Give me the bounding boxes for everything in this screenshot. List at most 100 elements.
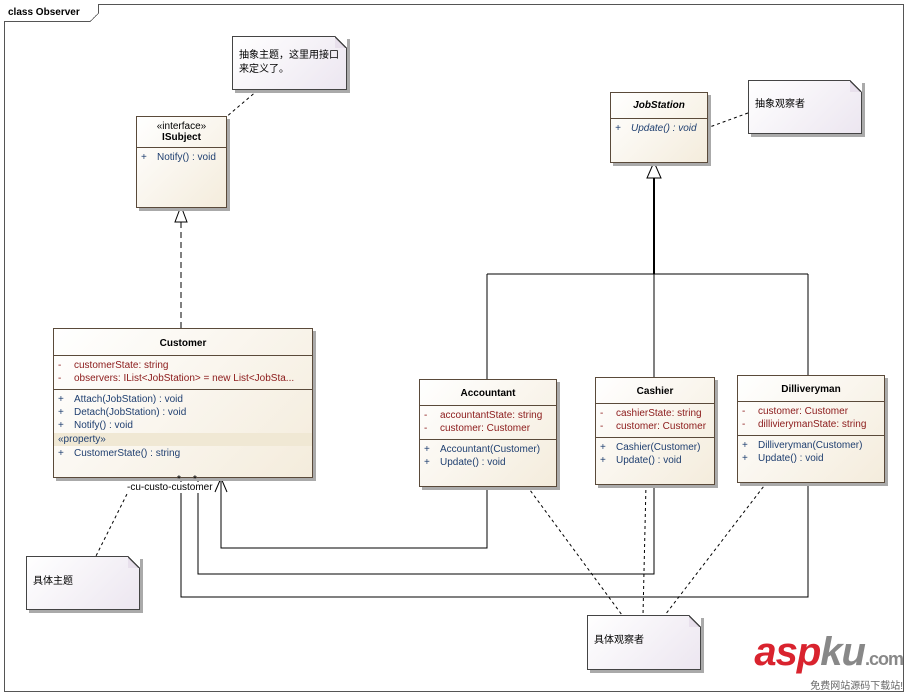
class-name: Cashier: [636, 386, 674, 397]
attribute-row[interactable]: -customer: Customer: [420, 422, 556, 435]
class-header: Dilliveryman: [738, 376, 884, 402]
note-anchor-jobstation: [706, 112, 749, 129]
diagram-frame: [4, 4, 904, 692]
operation-text: Accountant(Customer): [440, 444, 541, 455]
visibility: +: [615, 123, 621, 134]
attribute-text: customer: Customer: [616, 421, 707, 432]
operation-text: Attach(JobStation) : void: [74, 394, 183, 405]
attribute-row[interactable]: -observers: IList<JobStation> = new List…: [54, 372, 312, 385]
note-abstract-observer[interactable]: 抽象观察者: [748, 80, 862, 134]
class-jobstation[interactable]: JobStation + Update() : void: [610, 92, 708, 163]
class-cashier[interactable]: Cashier -cashierState: string - customer:…: [595, 377, 715, 485]
attribute-row[interactable]: -cashierState: string: [596, 407, 714, 420]
visibility: +: [58, 448, 64, 459]
operation-row[interactable]: + Cashier(Customer): [596, 441, 714, 454]
note-anchor-accountant: [526, 485, 623, 616]
class-header: JobStation: [611, 93, 707, 119]
class-isubject[interactable]: «interface» ISubject + Notify() : void: [136, 116, 227, 208]
class-header: «interface» ISubject: [137, 117, 226, 148]
operation-text: Dilliveryman(Customer): [758, 440, 863, 451]
multiplicity-star: *: [193, 474, 197, 485]
attribute-row[interactable]: - customer: Customer: [596, 420, 714, 433]
operation-row[interactable]: + Accountant(Customer): [420, 443, 556, 456]
operation-text: Notify() : void: [157, 152, 216, 163]
visibility: +: [58, 420, 64, 431]
note-text: 抽象主题，这里用接口来定义了。: [239, 50, 339, 75]
class-accountant[interactable]: Accountant -accountantState: string -cus…: [419, 379, 557, 487]
operation-row[interactable]: + Update() : void: [420, 456, 556, 469]
visibility: +: [424, 444, 430, 455]
note-concrete-observer[interactable]: 具体观察者: [587, 615, 701, 670]
association-role-label: -cu-custo-customer: [127, 482, 213, 493]
note-text: 具体观察者: [594, 635, 644, 646]
attribute-row[interactable]: - customerState: string: [54, 359, 312, 372]
attributes-section: - customer: Customer - dillivierymanState:…: [738, 402, 884, 436]
operation-row[interactable]: +Detach(JobStation) : void: [54, 406, 312, 419]
visibility: -: [58, 360, 62, 371]
attribute-text: customerState: string: [74, 360, 169, 371]
watermark-brand: aspku.com: [754, 630, 904, 679]
note-text: 抽象观察者: [755, 99, 805, 110]
watermark-tagline: 免费网站源码下载站!: [810, 681, 903, 692]
visibility: +: [58, 407, 64, 418]
class-customer[interactable]: Customer - customerState: string -observe…: [53, 328, 313, 478]
operation-row[interactable]: +Update() : void: [738, 452, 884, 465]
note-anchor-dilliveryman: [664, 481, 768, 616]
visibility: +: [424, 457, 430, 468]
property-row[interactable]: + CustomerState() : string: [54, 447, 312, 460]
attribute-text: customer: Customer: [758, 406, 849, 417]
class-dilliveryman[interactable]: Dilliveryman - customer: Customer - dilliv…: [737, 375, 885, 483]
class-name: Accountant: [460, 388, 516, 399]
property-stereotype: «property»: [54, 433, 312, 446]
frame-title: class Observer: [4, 4, 99, 22]
attribute-row[interactable]: - customer: Customer: [738, 405, 884, 418]
attributes-section: - customerState: string -observers: IList…: [54, 356, 312, 390]
class-name: Customer: [159, 338, 207, 349]
note-text: 具体主题: [33, 576, 73, 587]
operation-text: Update() : void: [758, 453, 824, 464]
visibility: -: [424, 423, 428, 434]
operation-row[interactable]: + Notify() : void: [54, 419, 312, 432]
operation-text: Update() : void: [631, 123, 697, 134]
operation-text: Notify() : void: [74, 420, 133, 431]
operation-text: Update() : void: [440, 457, 506, 468]
note-concrete-subject[interactable]: 具体主题: [26, 556, 140, 610]
attributes-section: -cashierState: string - customer: Custome…: [596, 404, 714, 438]
visibility: -: [600, 421, 604, 432]
visibility: +: [141, 152, 147, 163]
attribute-row[interactable]: -accountantState: string: [420, 409, 556, 422]
visibility: +: [600, 442, 606, 453]
operation-row[interactable]: + Dilliveryman(Customer): [738, 439, 884, 452]
operation-text: Cashier(Customer): [616, 442, 701, 453]
operation-row[interactable]: + Update() : void: [596, 454, 714, 467]
attributes-section: -accountantState: string -customer: Cust…: [420, 406, 556, 440]
generalization-arrowhead: [646, 160, 662, 179]
attribute-text: dillivierymanState: string: [758, 419, 867, 430]
property-text: CustomerState() : string: [74, 448, 181, 459]
operation-row[interactable]: + Update() : void: [611, 122, 707, 135]
class-name: Dilliveryman: [781, 384, 841, 395]
class-header: Customer: [54, 329, 312, 356]
class-header: Cashier: [596, 378, 714, 404]
operations-section: + Notify() : void: [137, 148, 226, 168]
operations-section: + Attach(JobStation) : void +Detach(JobSt…: [54, 390, 312, 464]
note-anchor-cashier: [642, 483, 647, 616]
visibility: +: [600, 455, 606, 466]
attribute-row[interactable]: - dillivierymanState: string: [738, 418, 884, 431]
watermark-suffix: .com: [864, 649, 904, 669]
watermark-brand-gray: ku: [820, 630, 866, 674]
attribute-text: accountantState: string: [440, 410, 543, 421]
operation-row[interactable]: + Attach(JobStation) : void: [54, 393, 312, 406]
association-dilliveryman: [180, 478, 809, 598]
operation-row[interactable]: + Notify() : void: [137, 151, 226, 164]
note-abstract-subject[interactable]: 抽象主题，这里用接口来定义了。: [232, 36, 347, 90]
operations-section: + Dilliveryman(Customer) +Update() : void: [738, 436, 884, 469]
visibility: -: [742, 419, 746, 430]
visibility: -: [600, 408, 604, 419]
operations-section: + Accountant(Customer) + Update() : void: [420, 440, 556, 473]
visibility: +: [742, 440, 748, 451]
operation-text: Update() : void: [616, 455, 682, 466]
visibility: -: [742, 406, 746, 417]
visibility: +: [58, 394, 64, 405]
